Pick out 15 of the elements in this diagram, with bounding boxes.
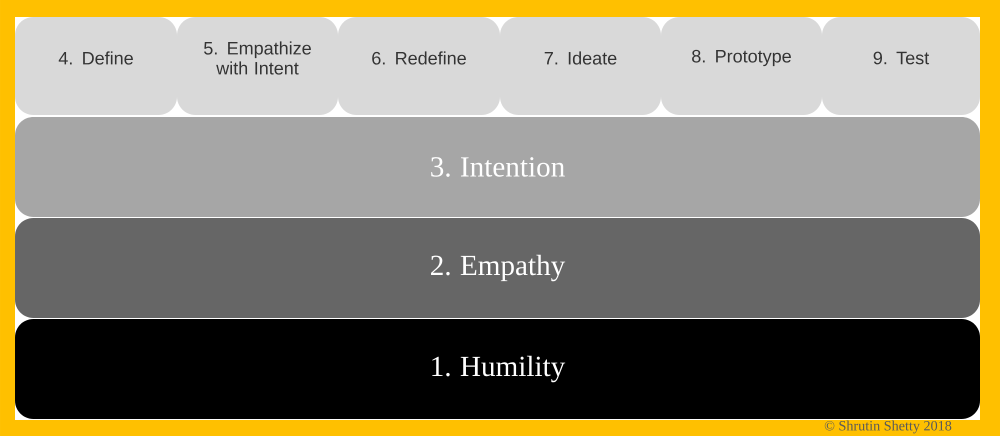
step-box: 8. Prototype [661,17,822,115]
node-label: 4. Define [58,51,133,65]
node-label: 9. Test [874,52,930,64]
step-box: 5. Empathize with Intent [177,17,338,115]
step-box: 6. Redefine [338,17,500,115]
layer-band: 2. Empathy [15,218,980,318]
step-box: 9. Test [822,17,980,115]
node-label: 6. Redefine [372,51,466,65]
node-label: 7. Ideate [544,51,616,65]
node-label: 5. Empathize with Intent [204,41,311,75]
layer-band: 1. Humility [15,319,980,419]
step-box: 4. Define [15,17,177,115]
node-label: 8. Prototype [692,50,791,66]
step-box: 7. Ideate [500,17,661,115]
layer-band: 3. Intention [15,117,980,217]
